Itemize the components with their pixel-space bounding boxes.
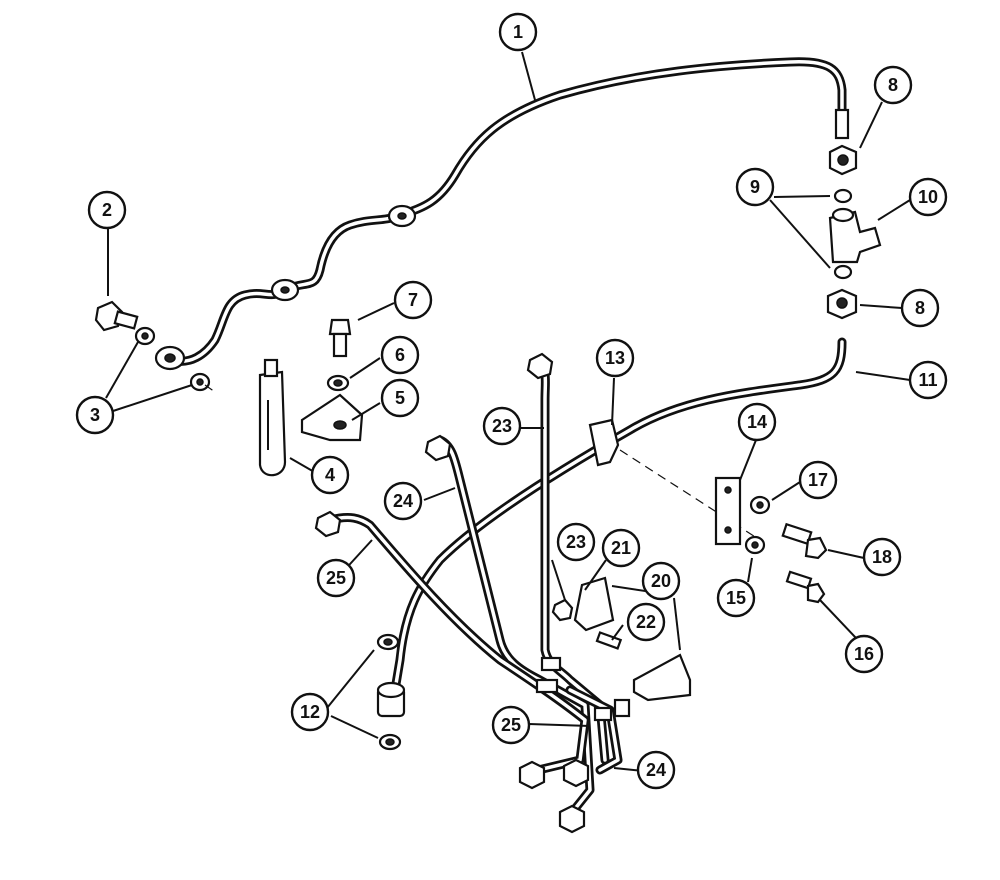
callout-label: 13 [605,348,625,368]
callout-label: 21 [611,538,631,558]
callout-21: 21 [601,528,641,568]
plate-hardware [744,495,828,604]
callout-label: 11 [918,370,937,390]
callout-22: 22 [626,602,666,642]
callout-label: 25 [326,568,346,588]
callout-label: 8 [915,298,925,318]
callout-label: 18 [872,547,892,567]
callout-9: 9 [735,167,775,207]
callout-label: 10 [918,187,938,207]
mounting-plate [714,476,742,546]
callout-label: 20 [651,571,671,591]
callout-8-bottom: 8 [900,288,940,328]
sealing-washers [134,326,216,393]
callout-25-top: 25 [316,558,356,598]
callout-label: 14 [747,412,767,432]
callout-label: 25 [501,715,521,735]
callout-label: 15 [726,588,746,608]
callout-label: 22 [636,612,656,632]
callout-1: 1 [498,12,538,52]
injector-clamp [300,393,364,442]
injector-lines [314,352,631,834]
callout-23-top: 23 [482,406,522,446]
callout-label: 4 [325,465,335,485]
callout-label: 17 [808,470,828,490]
callout-5: 5 [380,378,420,418]
callout-label: 5 [395,388,405,408]
callout-10: 10 [908,177,948,217]
callout-label: 23 [492,416,512,436]
callout-24-bottom: 24 [636,750,676,790]
callout-15: 15 [716,578,756,618]
callout-3: 3 [75,395,115,435]
callout-18: 18 [862,537,902,577]
callout-label: 23 [566,532,586,552]
callout-label: 16 [854,644,874,664]
callout-13: 13 [595,338,635,378]
tube-clip [588,418,620,467]
callout-label: 7 [408,290,418,310]
callout-label: 24 [646,760,666,780]
callout-label: 8 [888,75,898,95]
callout-label: 1 [513,22,523,42]
callout-label: 3 [90,405,100,425]
callout-label: 24 [393,491,413,511]
supply-tube [390,337,847,695]
clamp-bolt [328,318,352,358]
banjo-bolt [94,300,139,332]
callout-4: 4 [310,455,350,495]
callout-label: 6 [395,345,405,365]
callout-23-bottom: 23 [556,522,596,562]
callout-11: 11 [908,360,948,400]
callout-24-top: 24 [383,481,423,521]
return-tube [154,57,850,371]
callout-7: 7 [393,280,433,320]
callout-label: 12 [300,702,320,722]
line-bracket [551,576,692,702]
callout-17: 17 [798,460,838,500]
tee-fitting-assembly [826,144,882,320]
clamp-washer [326,374,350,392]
banjo-fitting [376,633,406,751]
callout-2: 2 [87,190,127,230]
injector-nozzle [258,358,287,477]
callout-20: 20 [641,561,681,601]
callout-8-top: 8 [873,65,913,105]
callout-14: 14 [737,402,777,442]
callout-label: 9 [750,177,760,197]
callout-25-bottom: 25 [491,705,531,745]
callout-12: 12 [290,692,330,732]
callout-6: 6 [380,335,420,375]
callout-label: 2 [102,200,112,220]
callout-16: 16 [844,634,884,674]
